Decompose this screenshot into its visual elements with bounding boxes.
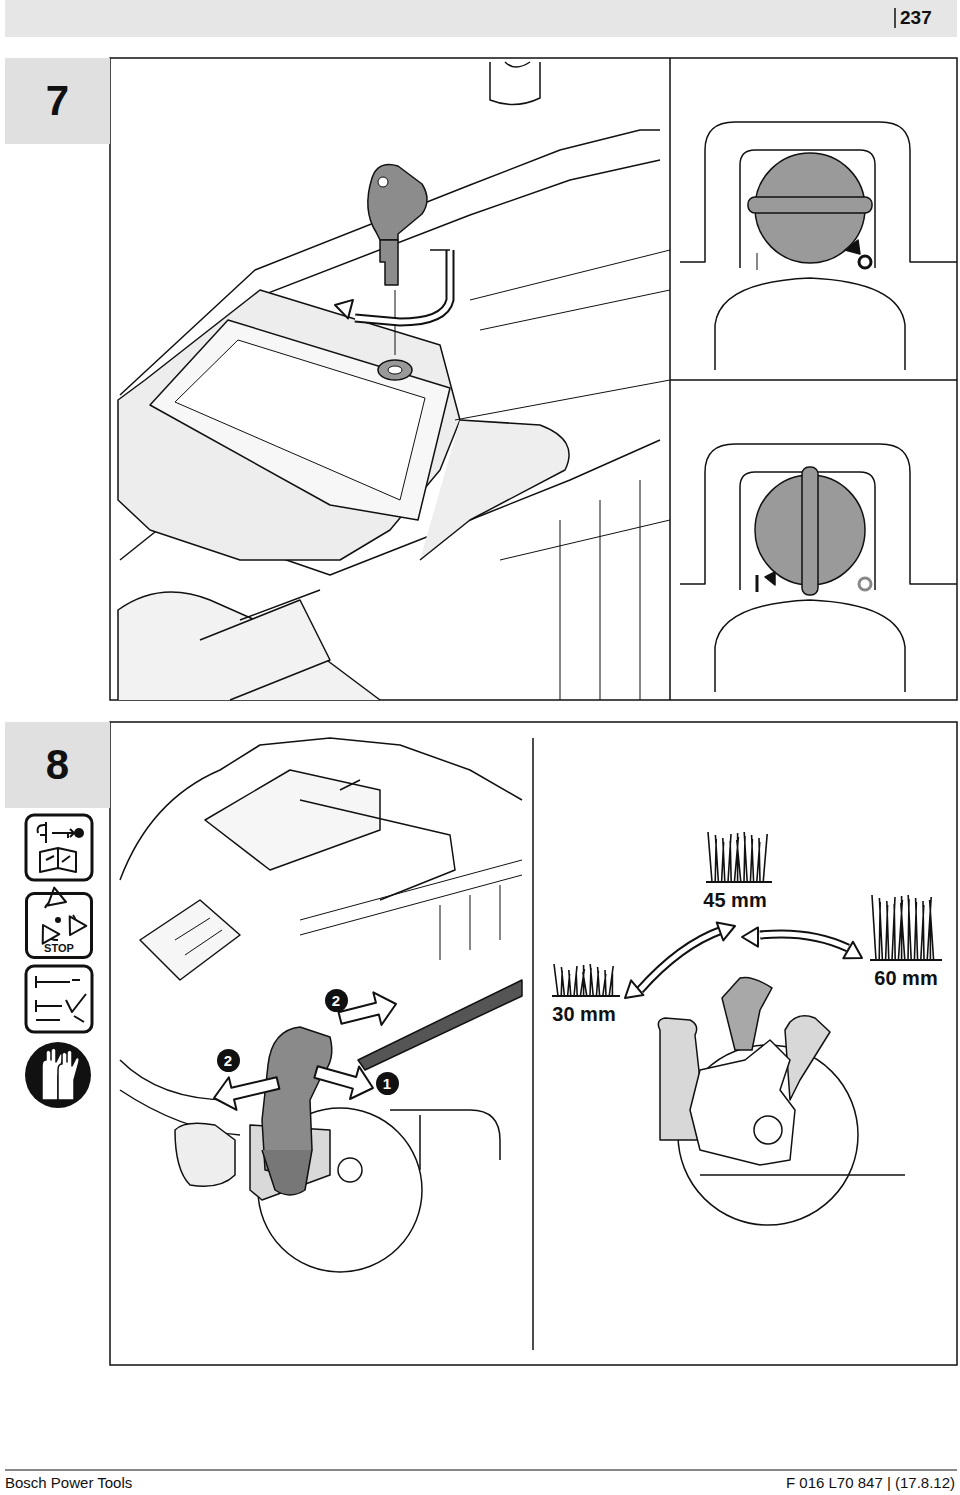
page-number: 237	[900, 7, 932, 29]
switch-grip	[748, 197, 872, 213]
figure-number: 8	[5, 722, 110, 808]
panel-divider	[532, 738, 534, 1350]
node-text: 7	[46, 77, 69, 125]
vent-slots	[200, 590, 330, 700]
grass-short-ground	[552, 995, 620, 997]
grass-tall	[708, 832, 767, 882]
height-arrow-head	[843, 942, 862, 959]
header-separator	[894, 8, 896, 28]
blade-icon	[26, 966, 92, 1032]
key-hole	[378, 177, 388, 187]
display	[150, 320, 450, 520]
grass-tallest-ground	[870, 959, 942, 961]
node-text: 2	[332, 992, 340, 1009]
panel-frame	[110, 58, 957, 700]
off-mark	[859, 578, 871, 590]
lever-45	[722, 977, 772, 1050]
blade-symbol	[36, 976, 86, 1022]
housing-edge	[120, 738, 522, 880]
callout-number: 1	[376, 1072, 399, 1095]
grip-slot	[175, 918, 222, 955]
handle-top	[490, 62, 540, 105]
node-text: 1	[383, 1075, 391, 1092]
turn-arrow	[355, 250, 450, 322]
height-arrow-head	[717, 922, 735, 940]
key-socket	[388, 366, 402, 374]
key-blade	[380, 240, 398, 285]
ground-line	[700, 1174, 905, 1176]
key-socket	[378, 360, 412, 380]
footer-brand: Bosch Power Tools	[5, 1474, 132, 1491]
dimension: 45 mm	[701, 889, 768, 912]
manual-symbol	[40, 848, 76, 872]
callout-number: 2	[325, 989, 348, 1012]
header-band	[5, 0, 957, 37]
node-text: STOP	[44, 942, 74, 954]
housing-lines	[300, 780, 455, 900]
lever-hub	[690, 1040, 795, 1165]
height-arrow-head	[625, 980, 643, 998]
figure-number: 7	[5, 58, 110, 144]
dimension: 60 mm	[872, 967, 939, 990]
off-mark	[859, 256, 871, 268]
grass-tallest	[872, 895, 934, 960]
height-arrow	[640, 930, 722, 990]
motor-cover	[205, 770, 380, 870]
handle-grip	[420, 420, 569, 560]
lever-notch	[262, 1150, 312, 1195]
lever-60	[785, 1016, 830, 1100]
dimension: 30 mm	[550, 1003, 617, 1026]
turn-arrow	[430, 249, 450, 251]
display-glass	[175, 340, 425, 500]
rotation-symbol	[55, 917, 61, 923]
rotation-head	[70, 916, 87, 935]
on-mark	[756, 253, 758, 270]
housing-lines	[300, 860, 522, 960]
key-symbol	[38, 822, 74, 843]
turn-arrow-head	[335, 300, 353, 319]
switch-grip	[802, 467, 818, 595]
push-arrow	[314, 1066, 373, 1099]
panel-frame	[110, 722, 957, 1365]
stop-icon: STOP	[25, 892, 93, 959]
grass-tall-ground	[706, 881, 772, 883]
gloves-icon	[25, 1042, 91, 1108]
height-arrow	[640, 930, 722, 990]
wheel-hub	[338, 1158, 362, 1182]
housing-lines	[455, 250, 670, 700]
footer-code: F 016 L70 847 | (17.8.12)	[786, 1474, 955, 1491]
panel-divider	[670, 58, 957, 700]
switch-recess	[740, 150, 875, 268]
move-arrow	[214, 1077, 279, 1110]
housing	[118, 290, 460, 560]
switch-frame	[680, 122, 957, 262]
switch-notch	[765, 572, 775, 585]
rotation-head	[43, 925, 60, 944]
housing-edge	[715, 278, 905, 370]
key-symbol	[74, 828, 84, 838]
rotation-head	[48, 888, 66, 906]
on-mark	[756, 575, 759, 592]
turn-arrow	[355, 250, 450, 322]
grip-slot	[140, 900, 240, 980]
height-arrow	[760, 934, 848, 948]
switch-notch	[845, 240, 860, 254]
grass-short	[554, 964, 613, 996]
key-head	[368, 165, 427, 241]
unplug-icon	[26, 815, 92, 880]
glove	[58, 1050, 79, 1100]
height-arrow	[760, 934, 848, 948]
footer-rule	[5, 1470, 957, 1471]
axle-cap	[175, 1123, 235, 1186]
callout-number: 2	[217, 1049, 240, 1072]
housing-edge	[715, 600, 905, 692]
node-text: 2	[224, 1052, 232, 1069]
pivot	[754, 1116, 782, 1144]
height-arrow-head	[742, 927, 758, 946]
node-text: 8	[46, 741, 69, 789]
